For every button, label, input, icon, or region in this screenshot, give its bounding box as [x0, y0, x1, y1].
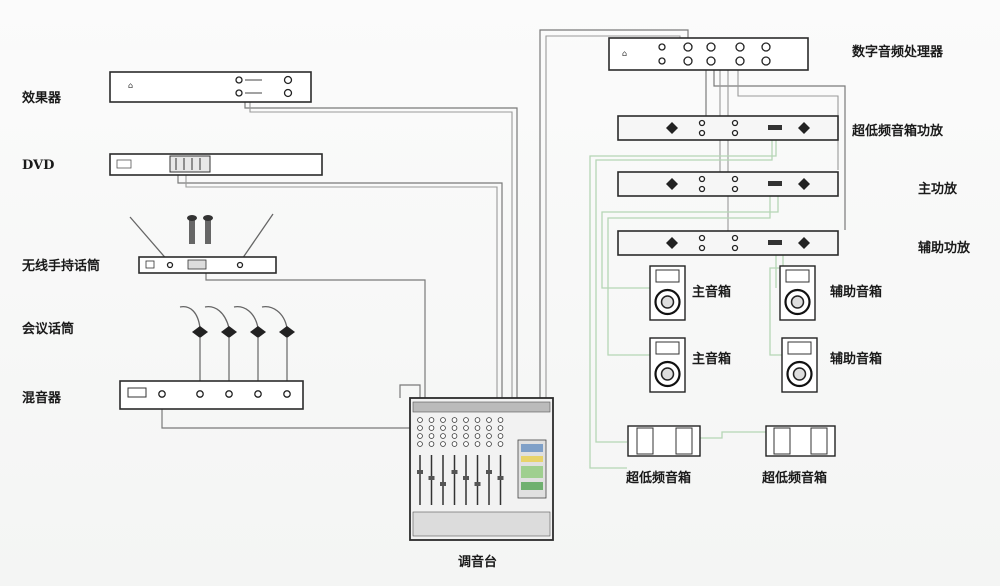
- label-wireless-mic: 无线手持话筒: [21, 258, 100, 274]
- console-channel-strip: [440, 417, 446, 505]
- label-sub-amp: 超低频音箱功放: [852, 123, 944, 139]
- svg-text:⌂: ⌂: [128, 81, 133, 90]
- console-channel-strip: [486, 417, 492, 505]
- console-channel-strip: [417, 417, 423, 505]
- sub-amplifier: [617, 115, 839, 141]
- label-conference-mic: 会议话筒: [22, 321, 74, 337]
- label-aux-speaker-1: 辅助音箱: [830, 284, 882, 300]
- console-channel-strip: [451, 417, 458, 505]
- console-channel-strip: [428, 417, 435, 505]
- subwoofer-left: [627, 425, 701, 457]
- aux-amplifier: [617, 230, 839, 256]
- main-speaker-upper: [649, 265, 686, 321]
- main-amplifier: [617, 171, 839, 197]
- label-aux-amp: 辅助功放: [918, 240, 971, 256]
- label-dvd: DVD: [22, 158, 54, 173]
- label-main-speaker-2: 主音箱: [692, 351, 731, 367]
- console-channel-strip: [497, 417, 504, 505]
- label-aux-speaker-2: 辅助音箱: [830, 351, 882, 367]
- speaker-set: [649, 265, 818, 393]
- label-main-speaker-1: 主音箱: [692, 284, 731, 300]
- wireless-mic-receiver: [129, 213, 277, 274]
- label-console: 调音台: [458, 554, 497, 570]
- svg-text:⌂: ⌂: [622, 49, 627, 58]
- subwoofer-right: [765, 425, 836, 457]
- console-channel-strip: [474, 417, 481, 505]
- label-dsp: 数字音频处理器: [852, 44, 944, 60]
- console-channel-strip: [463, 417, 469, 505]
- effects-unit: ⌂: [109, 71, 312, 103]
- mixing-console: [409, 397, 554, 541]
- conference-mics: [179, 306, 295, 388]
- dsp-unit: ⌂: [608, 37, 809, 71]
- label-main-amp: 主功放: [918, 181, 958, 197]
- aux-speaker-lower: [781, 337, 818, 393]
- dvd-player: [109, 153, 323, 176]
- label-subwoofer-1: 超低频音箱: [626, 470, 691, 486]
- main-speaker-lower: [649, 337, 686, 393]
- label-subwoofer-2: 超低频音箱: [762, 470, 827, 486]
- aux-speaker-upper: [779, 265, 816, 321]
- amplifier-stack: [617, 115, 839, 256]
- label-mixer: 混音器: [22, 390, 62, 406]
- label-effects: 效果器: [22, 90, 62, 106]
- conference-mixer: [119, 380, 304, 410]
